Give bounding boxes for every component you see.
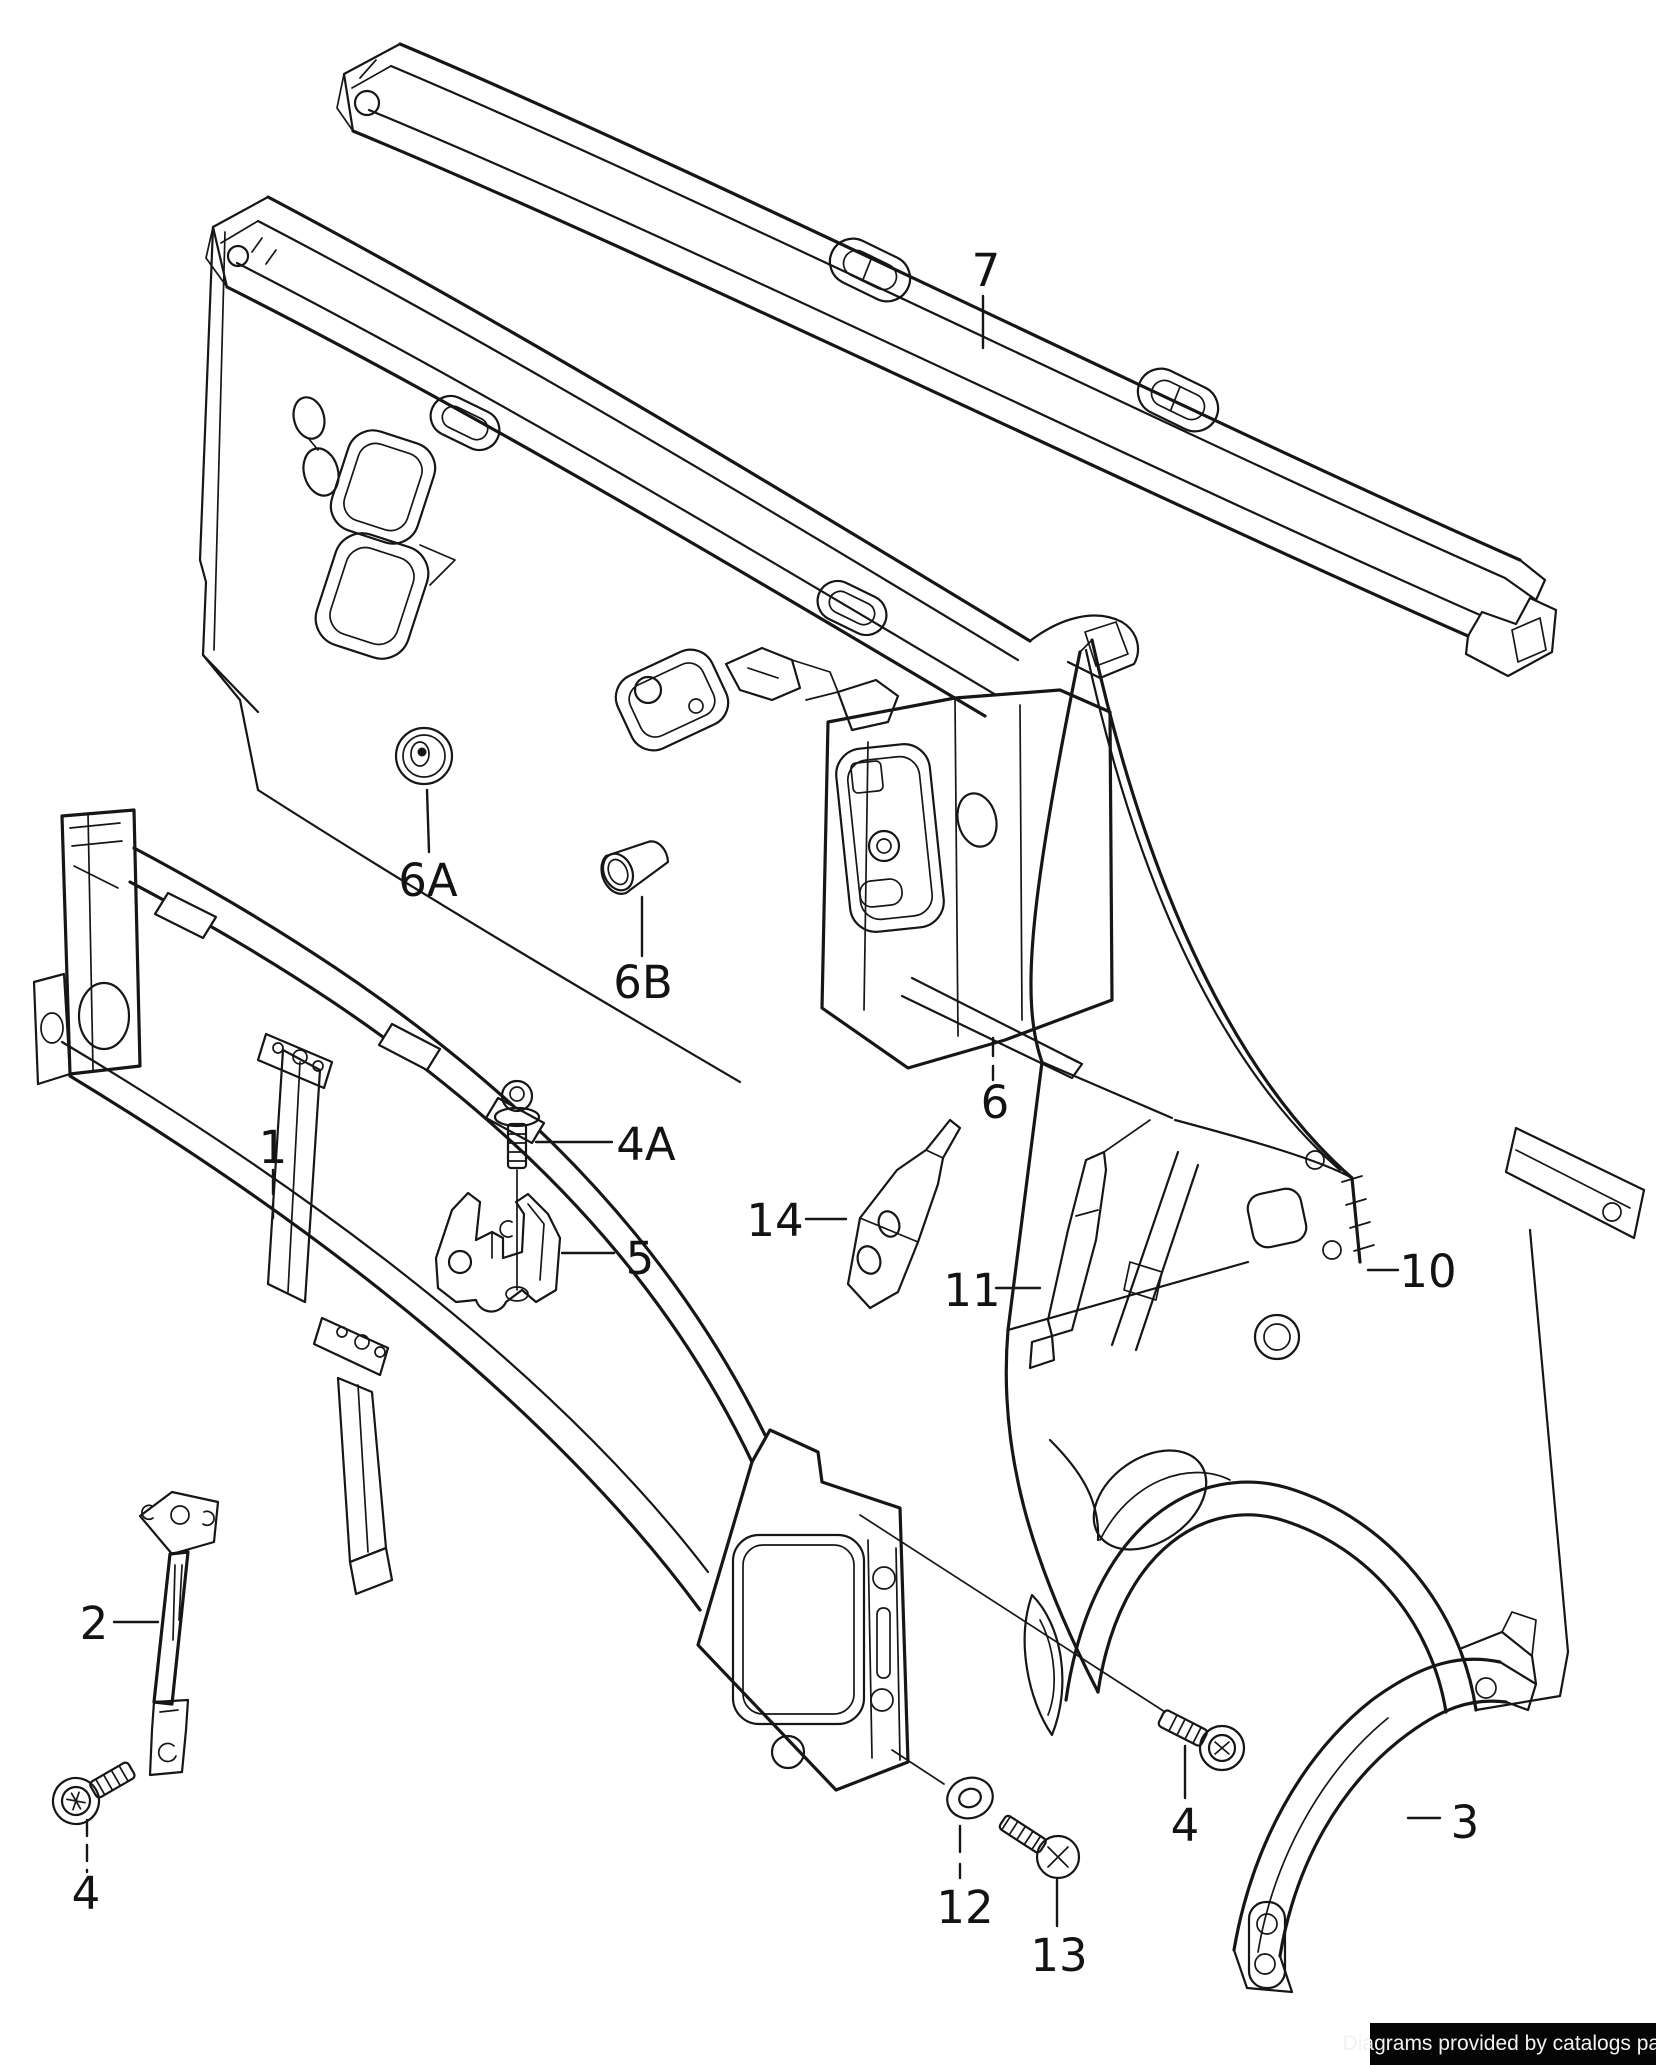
- bolt-4a-drawing: [493, 1079, 541, 1302]
- callout-4-left: 4: [72, 1867, 101, 1920]
- watermark-banner: Diagrams provided by catalogs parts: [1343, 2023, 1656, 2065]
- radiator-support-drawing: [32, 808, 910, 1792]
- gusset-14-drawing: [846, 1118, 962, 1310]
- rail-3-drawing: [1232, 1611, 1538, 1994]
- callout-2: 2: [80, 1597, 109, 1650]
- callout-11: 11: [943, 1264, 1000, 1317]
- callout-1: 1: [259, 1121, 288, 1174]
- grommet-6a-drawing: [394, 726, 454, 786]
- bracket-11-drawing: [1028, 1119, 1151, 1370]
- callout-6: 6: [981, 1076, 1010, 1129]
- callout-labels: 7 6A 6B 6 1 4A 5 14 11 10 2 4 12 13 4 3: [72, 244, 1480, 1982]
- callout-5: 5: [626, 1232, 655, 1285]
- grommet-12-drawing: [891, 1749, 994, 1820]
- support-strut-drawing: [138, 1490, 220, 1777]
- leader-lines: [85, 294, 1442, 1928]
- callout-14: 14: [746, 1194, 803, 1247]
- callout-12: 12: [936, 1881, 993, 1934]
- bushing-6b-drawing: [600, 840, 670, 895]
- screw-4-right-drawing: [1157, 1709, 1246, 1772]
- callout-6b: 6B: [613, 956, 673, 1009]
- callout-4a: 4A: [616, 1118, 676, 1171]
- watermark-text: Diagrams provided by catalogs parts: [1342, 2032, 1656, 2055]
- callout-4-right: 4: [1171, 1799, 1200, 1852]
- screw-13-drawing: [998, 1814, 1081, 1880]
- callout-10: 10: [1399, 1245, 1456, 1298]
- cowl-top-panel-drawing: [336, 42, 1558, 678]
- screw-4-left-drawing: [51, 1761, 136, 1826]
- side-panel-drawing: [859, 638, 1646, 1737]
- bracket-5-drawing: [434, 1191, 562, 1313]
- callout-13: 13: [1030, 1929, 1087, 1982]
- plenum-panel-drawing: [198, 195, 1140, 1084]
- callout-3: 3: [1451, 1796, 1480, 1849]
- callout-6a: 6A: [398, 854, 458, 907]
- callout-7: 7: [972, 244, 1001, 297]
